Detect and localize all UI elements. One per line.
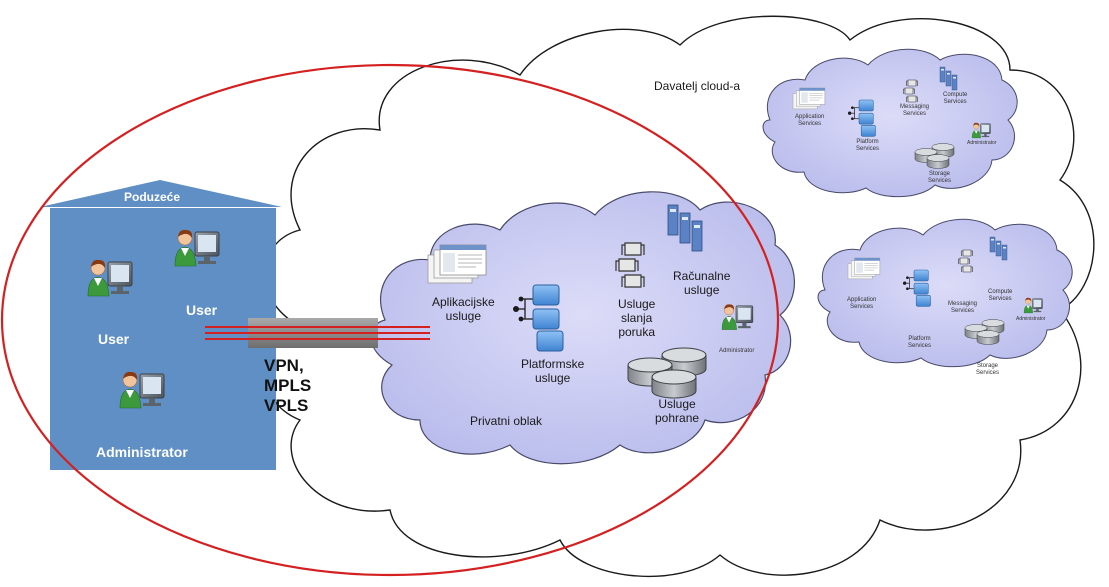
application-services-icon xyxy=(427,244,487,284)
cloud-administrator-label: Administrator xyxy=(719,348,755,354)
mini2-application-line-2: Services xyxy=(850,303,874,310)
mini1-platform-line-2: Services xyxy=(856,145,880,152)
mini2-application-line-1: Application xyxy=(847,297,877,303)
mini1-messaging-label: Messaging Services xyxy=(900,104,929,117)
mini2-storage-line-1: Storage xyxy=(977,363,999,369)
mini2-storage-line-2: Services xyxy=(976,369,1000,376)
application-services-line-2: usluge xyxy=(445,308,482,323)
mini1-application-line-1: Application xyxy=(795,114,825,120)
application-services-line-1: Aplikacijske xyxy=(432,295,495,309)
mini1-messaging-line-2: Services xyxy=(903,110,927,117)
messaging-services-line-2: slanja xyxy=(621,310,653,325)
provider-label: Davatelj cloud-a xyxy=(654,79,741,93)
platform-services-line-1: Platformske xyxy=(521,357,585,371)
mini1-application-icon xyxy=(792,87,826,110)
user-label-1: User xyxy=(98,331,130,347)
enterprise-title: Poduzeće xyxy=(124,190,181,204)
mini2-compute-line-1: Compute xyxy=(988,289,1013,295)
connection-line-vpls: VPLS xyxy=(264,396,309,415)
mini1-storage-label: Storage Services xyxy=(928,171,951,184)
messaging-services-line-3: poruka xyxy=(618,324,656,339)
connection-line-mpls: MPLS xyxy=(264,376,312,395)
private-scope-ellipse xyxy=(0,63,780,577)
messaging-services-line-1: Usluge xyxy=(618,297,656,311)
compute-services-line-2: usluge xyxy=(684,282,720,297)
administrator-label: Administrator xyxy=(96,444,188,460)
mini2-admin-label: Administrator xyxy=(1016,316,1046,322)
platform-services-line-2: usluge xyxy=(534,370,571,385)
mini2-compute-line-2: Services xyxy=(988,295,1012,302)
messaging-services-label: Usluge slanja poruka xyxy=(618,297,656,339)
storage-services-line-1: Usluge xyxy=(658,397,696,411)
mini1-storage-line-1: Storage xyxy=(929,171,951,177)
enterprise-building xyxy=(40,180,282,470)
mini2-storage-label: Storage Services xyxy=(976,363,999,376)
mini2-compute-label: Compute Services xyxy=(988,289,1012,302)
storage-services-label: Usluge pohrane xyxy=(655,397,700,426)
mini1-compute-line-1: Compute xyxy=(943,92,968,98)
mini2-application-icon xyxy=(847,257,881,280)
compute-services-line-1: Računalne xyxy=(673,269,731,283)
mini1-application-label: Application Services xyxy=(795,114,824,127)
mini2-messaging-line-2: Services xyxy=(951,307,975,314)
mini1-admin-label: Administrator xyxy=(967,140,997,146)
provider-mini-cloud-2 xyxy=(817,218,1073,368)
mini1-compute-label: Compute Services xyxy=(943,92,967,105)
user-label-2: User xyxy=(186,302,218,318)
mini1-application-line-2: Services xyxy=(798,120,822,127)
private-cloud-label: Privatni oblak xyxy=(470,414,543,428)
platform-services-label: Platformske usluge xyxy=(521,357,585,386)
connection-tunnel xyxy=(205,318,430,348)
mini1-messaging-line-1: Messaging xyxy=(900,104,930,110)
application-services-label: Aplikacijske usluge xyxy=(432,295,495,324)
mini2-messaging-label: Messaging Services xyxy=(948,301,977,314)
connection-label: VPN, MPLS VPLS xyxy=(264,356,311,416)
mini2-messaging-line-1: Messaging xyxy=(948,301,978,307)
mini2-platform-line-1: Platform xyxy=(908,336,931,342)
storage-services-line-2: pohrane xyxy=(655,410,700,425)
mini2-application-label: Application Services xyxy=(847,297,876,310)
mini1-platform-label: Platform Services xyxy=(856,139,879,152)
connection-line-vpn: VPN, xyxy=(264,356,304,375)
mini1-storage-line-2: Services xyxy=(928,177,952,184)
mini2-platform-line-2: Services xyxy=(908,342,932,349)
mini2-platform-label: Platform Services xyxy=(908,336,931,349)
mini1-platform-line-1: Platform xyxy=(856,139,879,145)
mini1-compute-line-2: Services xyxy=(943,98,967,105)
compute-services-label: Računalne usluge xyxy=(673,269,731,298)
